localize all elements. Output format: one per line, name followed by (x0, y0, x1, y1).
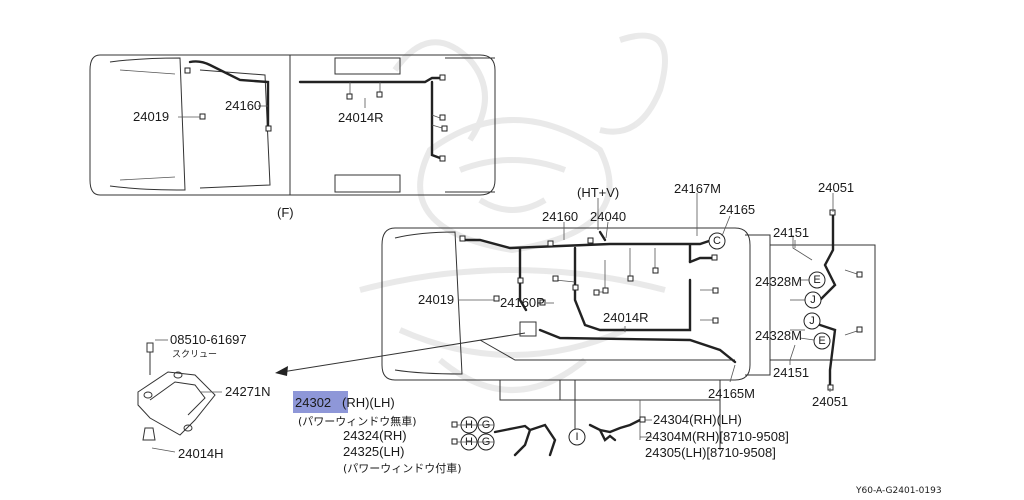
label-24325: 24325(LH) (343, 444, 404, 459)
label-24165: 24165 (719, 202, 755, 217)
top-harness (178, 60, 448, 162)
door-harness (451, 416, 652, 457)
marker-J1 (804, 291, 822, 309)
label-with-power-window: (パワーウィンドウ付車) (343, 461, 462, 475)
label-24151-bot: 24151 (773, 365, 809, 380)
label-24014R: 24014R (603, 310, 649, 325)
label-24151-top: 24151 (773, 225, 809, 240)
label-24302: 24302 (295, 395, 331, 410)
label-24302-sides: (RH)(LH) (342, 395, 395, 410)
marker-C-text: C (713, 235, 721, 247)
label-24040: 24040 (590, 209, 626, 224)
label-24019-top: 24019 (133, 109, 169, 124)
marker-E2 (813, 332, 831, 350)
label-screw-part: 08510-61697 (170, 332, 247, 347)
label-24051-bot: 24051 (812, 394, 848, 409)
label-24051-top: 24051 (818, 180, 854, 195)
marker-I (568, 428, 586, 446)
top-vehicle-outline (89, 54, 496, 196)
label-24328M-top: 24328M (755, 274, 802, 289)
marker-J2-text: J (809, 315, 815, 327)
label-24160-top: 24160 (225, 98, 261, 113)
marker-E2-text: E (818, 335, 825, 347)
label-24019: 24019 (418, 292, 454, 307)
label-24304M: 24304M(RH)[8710-9508] (645, 429, 789, 444)
label-24160: 24160 (542, 209, 578, 224)
main-harness (459, 230, 737, 364)
label-view-F: (F) (277, 205, 294, 220)
label-screw-jp: スクリュー (172, 349, 217, 360)
marker-J1-text: J (810, 294, 816, 306)
marker-J2 (803, 312, 821, 330)
label-htv: (HT+V) (577, 185, 619, 200)
label-24167M: 24167M (674, 181, 721, 196)
highlight-24302 (293, 391, 348, 413)
bracket-detail (137, 339, 222, 453)
label-24160P: 24160P (500, 295, 545, 310)
label-24165M: 24165M (708, 386, 755, 401)
label-24014H: 24014H (178, 446, 224, 461)
footer-diagram-code: Y60-A-G2401-0193 (855, 486, 942, 496)
label-24328M-bot: 24328M (755, 328, 802, 343)
marker-I-text: I (575, 431, 578, 443)
label-24304: 24304(RH)(LH) (653, 412, 742, 427)
label-24014R-top: 24014R (338, 110, 384, 125)
label-no-power-window: (パワーウィンドウ無車) (298, 414, 417, 428)
marker-C (708, 232, 726, 250)
connector-box (519, 321, 537, 337)
marker-E1-text: E (813, 274, 820, 286)
main-vehicle-outline (381, 227, 876, 450)
label-24305: 24305(LH)[8710-9508] (645, 445, 776, 460)
label-24324: 24324(RH) (343, 428, 407, 443)
leader-lines (459, 193, 834, 392)
detail-arrow (275, 332, 526, 376)
label-24271N: 24271N (225, 384, 271, 399)
